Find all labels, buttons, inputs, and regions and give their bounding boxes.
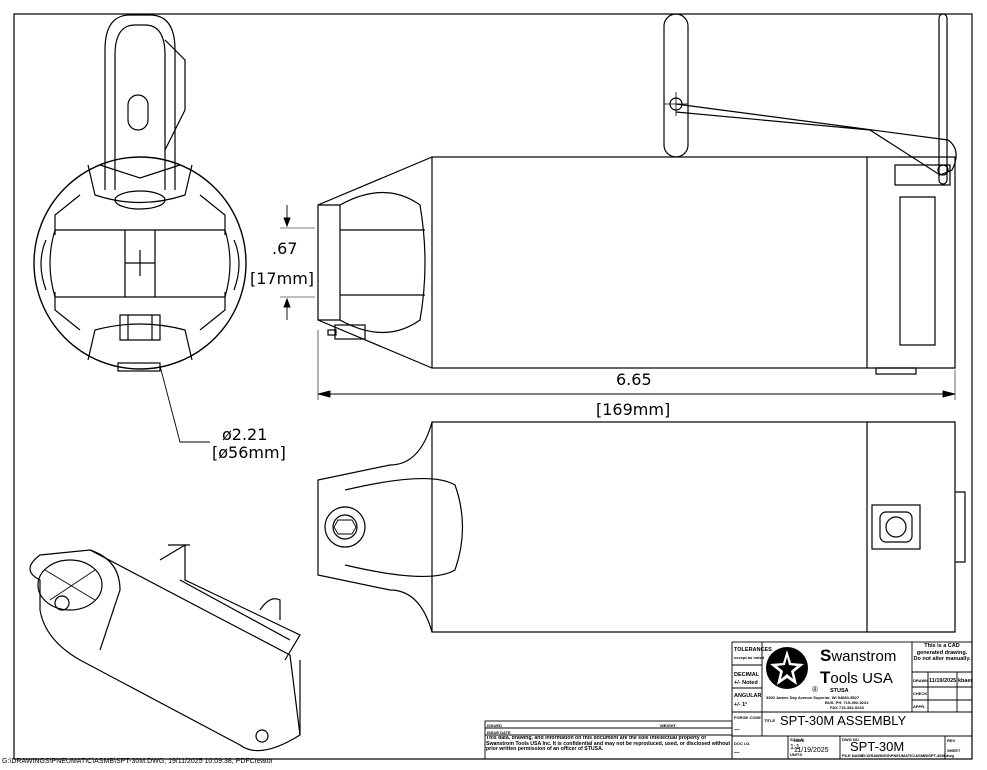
height-dimension — [280, 205, 315, 320]
length-dim-mm: [169mm] — [596, 400, 670, 419]
disclaimer-box: This data, drawing, and information on t… — [486, 736, 731, 753]
file-name-label: FILE NAME — [842, 753, 864, 758]
decimal-value: +/- Noted — [734, 680, 758, 686]
rev-label: REV — [947, 738, 956, 743]
length-dim-in: 6.65 — [616, 370, 652, 389]
side-view — [317, 13, 957, 375]
tolerances-note: except as noted — [734, 655, 765, 660]
diameter-leader — [159, 365, 210, 443]
doc-id-value: — — [734, 750, 740, 756]
appr-label: APPR. — [913, 704, 925, 709]
title-label: TITLE — [764, 718, 775, 723]
forge-code-label: FORGE CODE — [734, 715, 761, 720]
height-dim-in: .67 — [272, 239, 297, 258]
company-name-line1: Swanstrom — [820, 646, 896, 665]
height-dim-mm: [17mm] — [250, 269, 314, 288]
weight-label: WEIGHT — [660, 723, 677, 728]
company-name-line2: Tools USA — [820, 668, 893, 687]
company-name-rest-2: ools USA — [830, 670, 893, 687]
top-view — [317, 421, 966, 633]
company-initial-s: S — [820, 646, 831, 665]
isometric-view — [29, 543, 301, 752]
company-logo — [766, 647, 808, 689]
company-name-rest-1: wanstrom — [830, 648, 896, 665]
date-label: DATE — [794, 738, 805, 743]
drawing-title: SPT-30M ASSEMBLY — [780, 713, 907, 728]
angular-value: +/- 1° — [734, 702, 747, 708]
check-label: CHECK — [913, 691, 927, 696]
title-block — [484, 641, 973, 760]
company-initial-t: T — [820, 668, 831, 687]
sheet-label: SHEET — [947, 748, 961, 753]
dwg-no-value: SPT-30M — [850, 739, 904, 754]
scale-label: SCALE — [790, 737, 804, 742]
length-dimension — [317, 330, 956, 400]
footer-file-path: G:\DRAWINGS\PNEUMATIC\ASMB\SPT-30M.DWG, … — [2, 758, 274, 765]
issue-date-label: ISSUE DATE — [487, 730, 511, 735]
angular-label: ANGULAR — [734, 693, 762, 699]
units-label: UNITS — [790, 752, 802, 757]
cad-note: This is a CAD generated drawing. Do not … — [913, 643, 971, 662]
registered-mark: ® — [812, 685, 818, 694]
tolerances-label: TOLERANCES — [734, 647, 772, 653]
decimal-label: DECIMAL — [734, 672, 760, 678]
company-fax: FAX 715-392-9233 — [830, 705, 865, 710]
file-name-value: G:\DRAWINGS\PNEUMATIC\ASMB\SPT-30M.dwg — [862, 753, 954, 758]
company-phone: BUS. PH. 715-392-9231 — [825, 700, 869, 705]
dwg-no-label: DWG NO — [842, 737, 859, 742]
diameter-dim-mm: [ø56mm] — [212, 443, 286, 462]
company-address: 3300 James Day Avenue Superior, WI 54880… — [766, 695, 860, 700]
disclaimer-text: This data, drawing, and information on t… — [486, 736, 731, 753]
cad-note-box: This is a CAD generated drawing. Do not … — [913, 643, 971, 662]
drawn-by: kbaer — [958, 678, 974, 684]
date-value: 11/19/2025 — [794, 747, 829, 754]
drawn-date: 11/19/2025 — [929, 678, 956, 684]
diameter-dim-in: ø2.21 — [222, 425, 267, 444]
end-view — [33, 14, 247, 372]
drawn-label: DRAWN — [913, 678, 928, 683]
scale-value: 1:1 — [790, 744, 800, 751]
brand-name: STUSA — [830, 688, 849, 694]
issued-label: ISSUED — [487, 723, 502, 728]
doc-id-label: DOC I.D. — [734, 741, 750, 746]
forge-code-value: — — [734, 727, 740, 733]
